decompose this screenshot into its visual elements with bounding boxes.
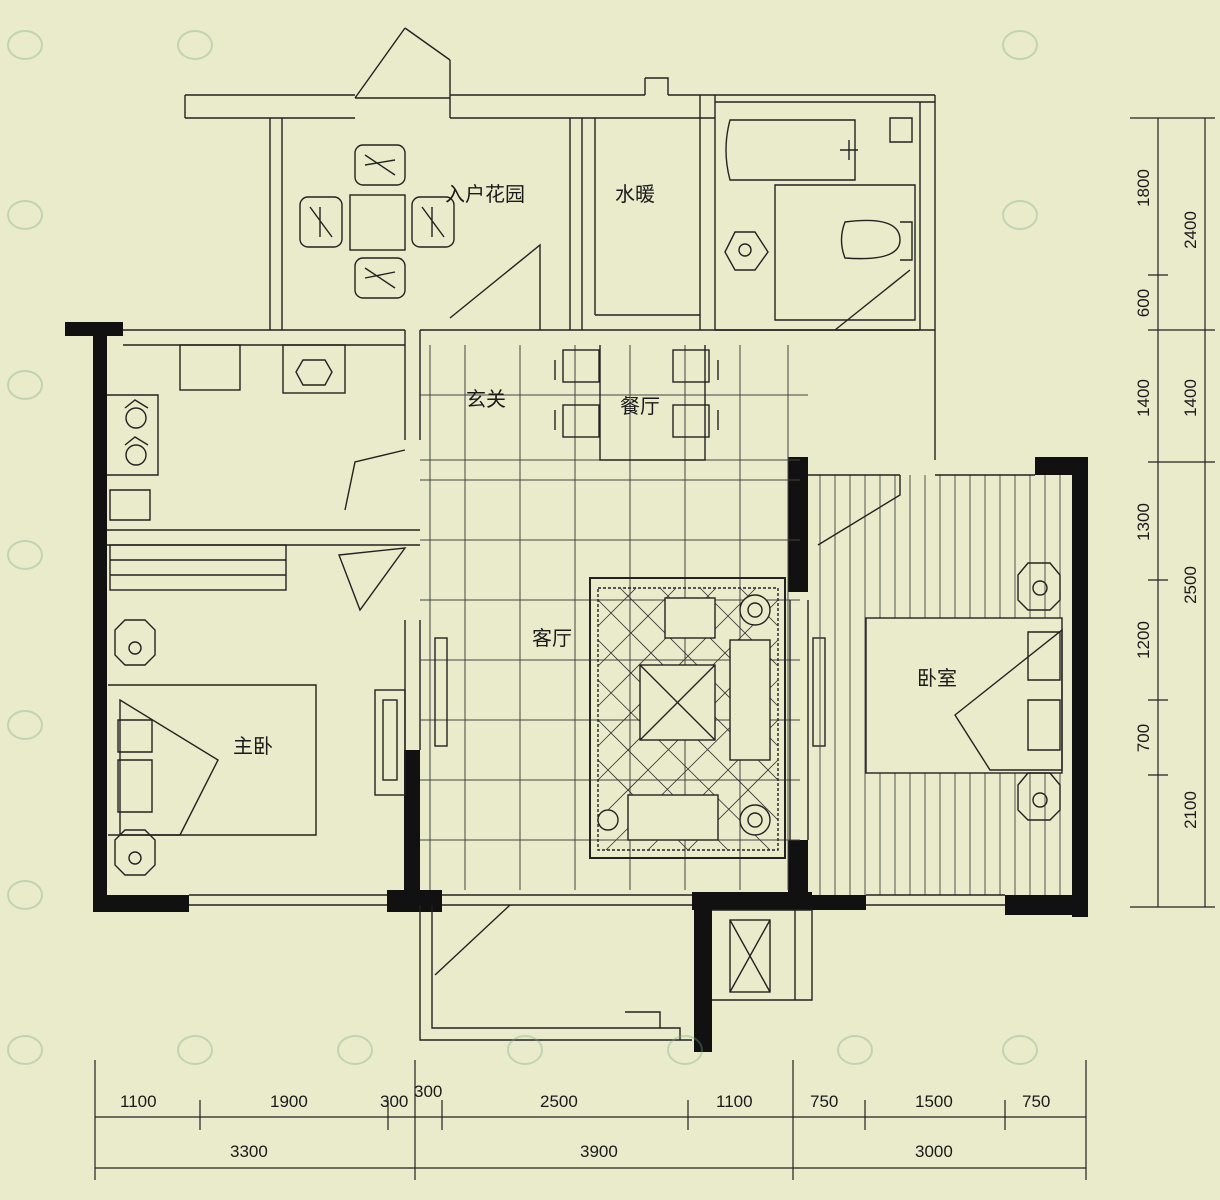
room-label-foyer: 玄关 <box>466 387 506 411</box>
dim-bottom-2: 1900 <box>270 1092 308 1111</box>
dim-right-inner-5: 1200 <box>1133 621 1153 659</box>
dim-right-inner-3: 1400 <box>1133 379 1153 417</box>
dim-bottom-total-2: 3900 <box>580 1142 618 1161</box>
dim-right-inner-2: 600 <box>1134 288 1154 318</box>
thick-walls <box>65 322 1088 1052</box>
room-label-living: 客厅 <box>532 626 572 650</box>
garden-furniture <box>299 144 455 299</box>
dim-right-outer-1: 2400 <box>1180 211 1200 249</box>
dim-bottom-total-3: 3000 <box>915 1142 953 1161</box>
dim-bottom-5: 2500 <box>540 1092 578 1111</box>
room-label-entry-garden: 入户花园 <box>445 182 525 206</box>
dim-bottom-3: 300 <box>380 1092 409 1111</box>
dim-right-inner-6: 700 <box>1134 723 1154 753</box>
dim-right-outer-3: 2500 <box>1180 566 1200 604</box>
dim-bottom-4: 300 <box>414 1082 443 1101</box>
dim-bottom-1: 1100 <box>120 1092 157 1111</box>
room-label-water-heating: 水暖 <box>615 182 655 206</box>
room-label-bedroom: 卧室 <box>917 666 957 690</box>
dim-right-outer-4: 2100 <box>1180 791 1200 829</box>
room-label-master-bedroom: 主卧 <box>233 734 273 758</box>
dim-right-inner-1: 1800 <box>1133 169 1153 207</box>
dim-bottom-7: 750 <box>810 1092 839 1111</box>
dim-right-inner-4: 1300 <box>1133 503 1153 541</box>
dim-bottom-9: 750 <box>1022 1092 1051 1111</box>
dim-bottom-8: 1500 <box>915 1092 953 1111</box>
dimension-lines <box>94 117 1215 1180</box>
room-label-dining: 餐厅 <box>620 394 660 418</box>
dim-bottom-total-1: 3300 <box>230 1142 268 1161</box>
dim-right-outer-2: 1400 <box>1180 379 1200 417</box>
dim-bottom-6: 1100 <box>716 1092 753 1111</box>
